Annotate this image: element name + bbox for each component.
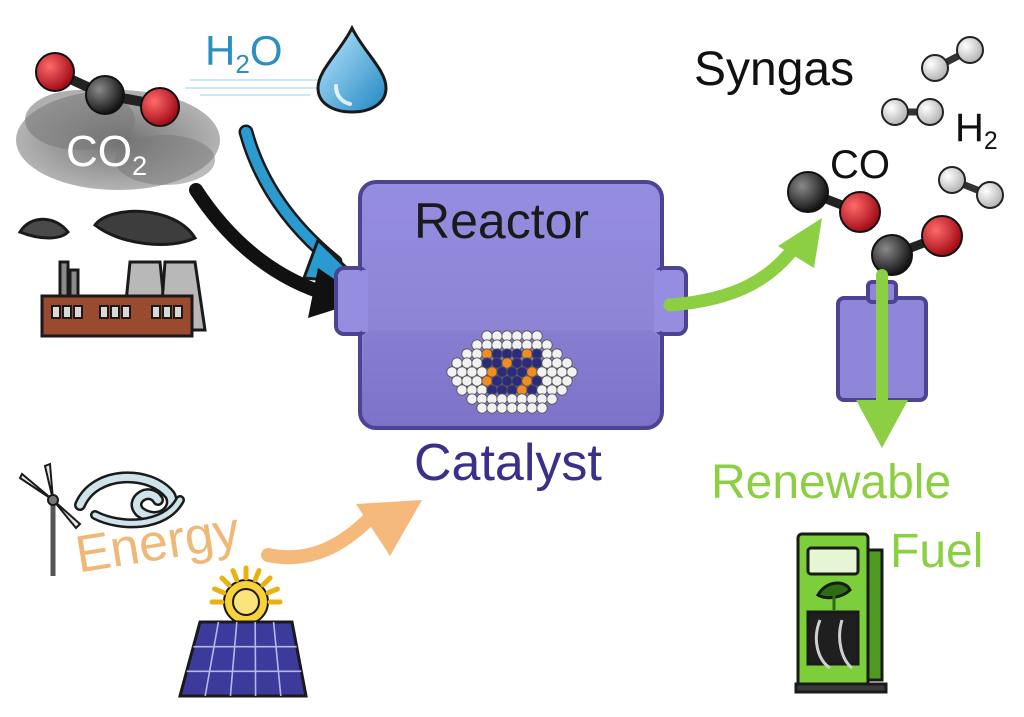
co-label: CO <box>830 143 890 187</box>
panel-grid-line <box>204 621 220 697</box>
co2-label: CO2 <box>66 127 148 181</box>
co-molecule-icon <box>787 171 881 233</box>
syngas-output-arrow <box>663 218 822 312</box>
panel-grid-line <box>272 621 282 697</box>
sun-ray <box>252 568 262 583</box>
fuel-down-arrow <box>856 269 908 448</box>
catalyst-atom <box>566 366 578 378</box>
sun-icon <box>209 565 283 625</box>
h2-label: H2 <box>955 106 998 155</box>
catalyst-atom <box>516 402 528 414</box>
water-vapor-streak <box>185 79 325 96</box>
factory-icon <box>17 209 207 338</box>
catalyst-nanoparticle-icon <box>446 330 578 414</box>
co-molecule-icon <box>871 215 963 276</box>
catalyst-atom <box>506 402 518 414</box>
catalyst-label: Catalyst <box>414 434 602 492</box>
wind-turbine-icon <box>18 462 82 576</box>
sun-ray <box>260 575 273 588</box>
sun-ray <box>212 586 227 596</box>
fuel-pump-icon <box>794 532 888 694</box>
co2-molecule-icon <box>35 52 180 127</box>
panel-grid-line <box>229 621 238 697</box>
h2-molecule-icon <box>921 36 984 82</box>
wind-swirl-icon <box>74 471 185 529</box>
renewable-label: Renewable <box>711 456 952 509</box>
catalyst-atom <box>466 393 478 405</box>
sun-ray <box>265 586 280 596</box>
catalyst-atom <box>536 402 548 414</box>
catalyst-atom <box>456 384 468 396</box>
catalyst-atom <box>561 375 573 387</box>
catalyst-atom <box>561 357 573 369</box>
catalyst-atom <box>476 402 488 414</box>
fuel-label: Fuel <box>890 525 984 578</box>
sun-ray <box>219 575 232 588</box>
h2o-label: H2O <box>205 27 283 80</box>
sun-ray <box>230 568 240 583</box>
h2-molecule-icon <box>881 98 944 126</box>
water-drop-icon <box>316 24 388 114</box>
solar-panel-icon <box>178 620 308 698</box>
catalyst-atom <box>556 384 568 396</box>
catalyst-atom <box>496 402 508 414</box>
h2-molecule-icon <box>938 166 1004 209</box>
reactor-label: Reactor <box>414 193 590 249</box>
catalyst-atom <box>526 402 538 414</box>
catalyst-atom <box>486 402 498 414</box>
catalyst-atom <box>546 393 558 405</box>
syngas-label: Syngas <box>694 43 855 96</box>
energy-input-arrow <box>261 500 422 565</box>
